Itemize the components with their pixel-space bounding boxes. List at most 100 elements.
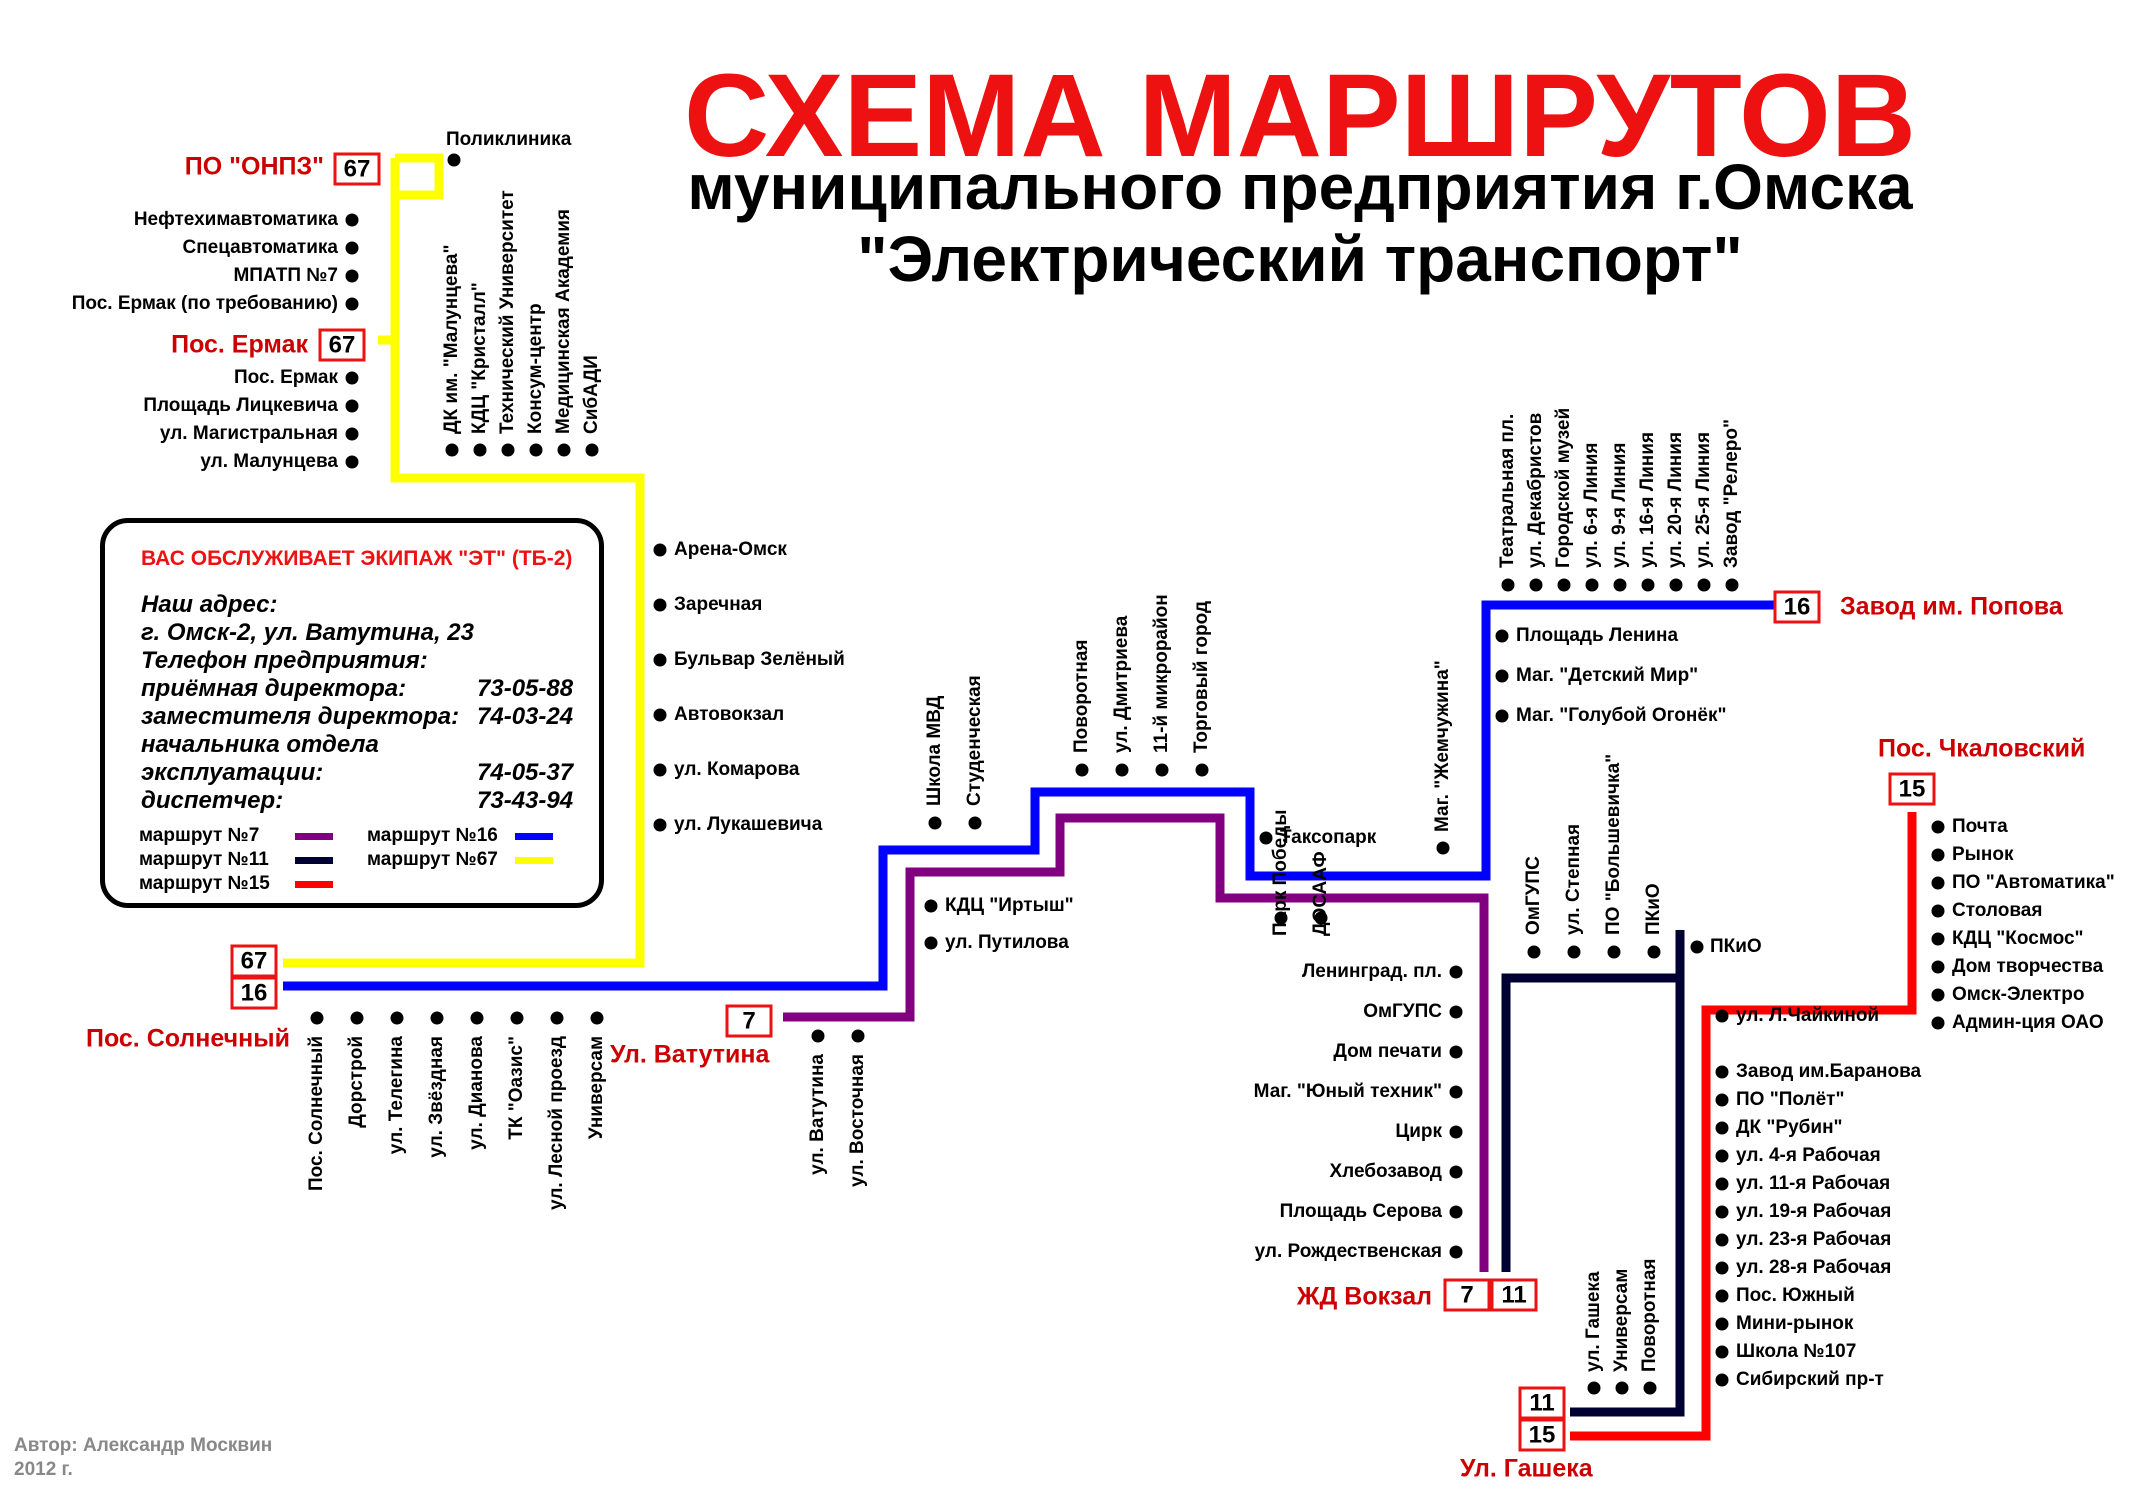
stop-dot: [1615, 1381, 1629, 1395]
stop-dot: [1495, 709, 1509, 723]
stop-dot: [1557, 578, 1571, 592]
stop-label: ул. Телегина: [386, 1036, 407, 1155]
stop-dot: [653, 763, 667, 777]
stop-dot: [1259, 831, 1273, 845]
route-67-line: [283, 195, 645, 968]
address-label: Наш адрес:: [141, 591, 278, 618]
stop-label: Завод им.Баранова: [1736, 1061, 1922, 1082]
stop-label: ул. Лукашевича: [674, 814, 823, 835]
stop-dot: [310, 1011, 324, 1025]
stop-label: Бульвар Зелёный: [674, 649, 845, 670]
stop-label: Маг. "Юный техник": [1254, 1081, 1442, 1102]
stop-dot: [550, 1011, 564, 1025]
terminal-label: ЖД Вокзал: [1296, 1283, 1432, 1311]
stop-dot: [345, 213, 359, 227]
stop-label: СибАДИ: [581, 355, 602, 434]
stop-label: Городской музей: [1553, 408, 1574, 568]
stop-dot: [1643, 1381, 1657, 1395]
stop-dot: [390, 1011, 404, 1025]
phone-row-number: 73-05-88: [477, 675, 574, 702]
route-badge: [1443, 1278, 1491, 1312]
stop-label: ОмГУПС: [1523, 856, 1544, 935]
map-title: СХЕМА МАРШРУТОВ: [684, 50, 1916, 182]
stop-dot: [1931, 988, 1945, 1002]
stop-label: ПКиО: [1643, 883, 1664, 935]
stop-dot: [529, 443, 543, 457]
stop-dot: [345, 269, 359, 283]
terminal-label: ПО "ОНПЗ": [185, 153, 324, 181]
stop-label: Маг. "Голубой Огонёк": [1516, 705, 1726, 726]
map-subtitle-2: "Электрический транспорт": [857, 223, 1743, 295]
phone-row-label: приёмная директора:: [141, 675, 407, 702]
stop-label: ПО "Полёт": [1736, 1089, 1844, 1110]
phone-row-number: 74-05-37: [477, 759, 574, 786]
stop-label: Арена-Омск: [674, 539, 787, 560]
stop-label: Админ-ция ОАО: [1952, 1012, 2104, 1033]
stop-dot: [1587, 1381, 1601, 1395]
stop-dot: [1449, 1245, 1463, 1259]
stop-dot: [345, 399, 359, 413]
author-credit: Автор: Александр Москвин 2012 г.: [14, 1434, 272, 1482]
stop-dot: [924, 936, 938, 950]
route-number: 15: [1529, 1421, 1556, 1448]
stop-dot: [1715, 1261, 1729, 1275]
legend-label-route-15: маршрут №15: [139, 873, 270, 894]
stop-dot: [345, 241, 359, 255]
stop-label: Таксопарк: [1280, 827, 1377, 848]
stop-dot: [1527, 945, 1541, 959]
phone-row-label: эксплуатации:: [141, 759, 324, 786]
stop-label: Поворотная: [1639, 1259, 1660, 1372]
route-16-line: [283, 600, 1780, 991]
stop-label: Пос. Ермак: [234, 367, 339, 388]
stop-dot: [1931, 1016, 1945, 1030]
route-number: 15: [1899, 775, 1926, 802]
stop-dot: [1931, 904, 1945, 918]
route-badge: [1518, 1418, 1566, 1452]
stop-dot: [851, 1029, 865, 1043]
stop-label: Школа МВД: [924, 695, 945, 806]
stop-label: Ленинград. пл.: [1302, 961, 1442, 982]
stop-dot: [1715, 1093, 1729, 1107]
terminal-label: Пос. Солнечный: [86, 1025, 290, 1053]
stop-dot: [1715, 1205, 1729, 1219]
stop-label: Театральная пл.: [1497, 414, 1518, 568]
stop-label: Пос. Ермак (по требованию): [72, 293, 338, 314]
stop-dot: [1931, 848, 1945, 862]
legend-swatch-route-16: [515, 833, 553, 840]
stop-label: Дом творчества: [1952, 956, 2104, 977]
stop-dot: [1115, 763, 1129, 777]
stop-label: Маг. "Детский Мир": [1516, 665, 1698, 686]
stop-dot: [1529, 578, 1543, 592]
stop-dot: [1195, 763, 1209, 777]
stop-dot: [1567, 945, 1581, 959]
stop-label: Поворотная: [1071, 640, 1092, 753]
legend-swatch-route-7: [295, 833, 333, 840]
stop-dot: [470, 1011, 484, 1025]
stop-label: Универсам: [1611, 1269, 1632, 1372]
stop-label: Поликлиника: [446, 129, 572, 150]
stop-label: ул. Дианова: [466, 1036, 487, 1150]
stop-dot: [585, 443, 599, 457]
stop-dot: [510, 1011, 524, 1025]
stop-label: Автовокзал: [674, 704, 784, 725]
stop-dot: [1715, 1345, 1729, 1359]
stop-label: Спецавтоматика: [182, 237, 338, 258]
stop-dot: [1495, 669, 1509, 683]
route-number: 16: [1784, 593, 1811, 620]
stop-label: Мини-рынок: [1736, 1313, 1854, 1334]
stop-dot: [1449, 1205, 1463, 1219]
stop-dot: [1449, 1125, 1463, 1139]
route-badge: [1490, 1278, 1538, 1312]
stop-label: Консум-центр: [525, 303, 546, 434]
stop-label: МПАТП №7: [233, 265, 338, 286]
stop-label: ПО "Автоматика": [1952, 872, 2115, 893]
route-badge: [318, 328, 366, 362]
stop-label: Сибирский пр-т: [1736, 1369, 1884, 1390]
stop-dot: [1585, 578, 1599, 592]
stop-label: ул. 19-я Рабочая: [1736, 1201, 1891, 1222]
stop-label: ТК "Оазис": [506, 1036, 527, 1140]
route-number: 11: [1529, 1389, 1554, 1416]
stop-label: Технический Университет: [497, 190, 518, 434]
stop-label: ул. 4-я Рабочая: [1736, 1145, 1881, 1166]
route-7-line: [783, 813, 1489, 1272]
